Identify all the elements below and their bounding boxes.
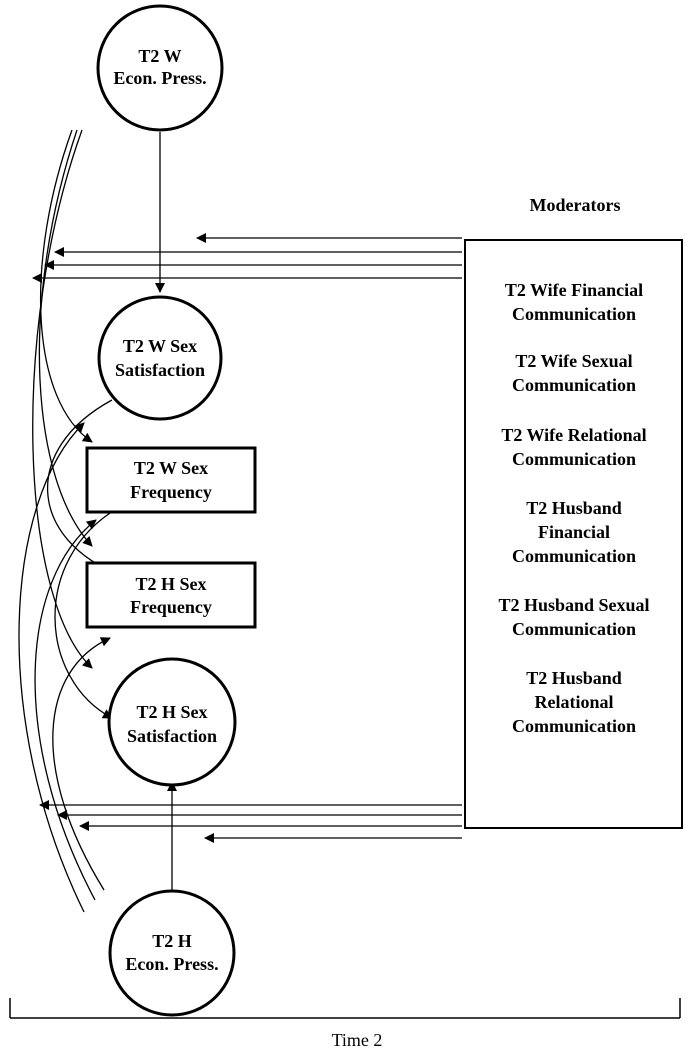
h-econ-press-label-line1: T2 H: [152, 931, 192, 951]
w-sex-satisfaction-node: T2 W Sex Satisfaction: [97, 295, 223, 421]
moderator-husband-relational-line3: Communication: [512, 716, 636, 736]
covariance-arc-w-econ-1: [40, 129, 93, 443]
h-sex-satisfaction-node: T2 H Sex Satisfaction: [107, 657, 237, 787]
moderator-husband-sexual-line2: Communication: [512, 619, 636, 639]
moderator-wife-relational-line1: T2 Wife Relational: [501, 425, 646, 445]
moderator-wife-financial-line2: Communication: [512, 304, 636, 324]
moderators-box: [464, 239, 683, 829]
covariance-arc-h-econ-2: [34, 519, 97, 901]
h-sex-satisfaction-label-line2: Satisfaction: [127, 726, 217, 746]
h-econ-press-node: T2 H Econ. Press.: [108, 889, 236, 1017]
time-bracket: [9, 998, 681, 1019]
moderator-husband-relational-line1: T2 Husband: [526, 668, 622, 688]
moderator-husband-financial-line2: Financial: [538, 522, 610, 542]
time-label: Time 2: [332, 1030, 383, 1050]
moderator-husband-relational-line2: Relational: [535, 692, 614, 712]
w-sex-frequency-label-line2: Frequency: [130, 482, 212, 502]
moderator-husband-sexual-line1: T2 Husband Sexual: [498, 595, 649, 615]
h-sex-frequency-label-line1: T2 H Sex: [135, 574, 206, 594]
h-sex-frequency-label-line2: Frequency: [130, 597, 212, 617]
covariance-arc-h-econ-3: [52, 637, 111, 891]
h-sex-satisfaction-label-line1: T2 H Sex: [136, 702, 207, 722]
moderator-wife-financial-line1: T2 Wife Financial: [505, 280, 643, 300]
w-econ-press-label-line1: T2 W: [138, 46, 181, 66]
h-econ-press-label-line2: Econ. Press.: [125, 954, 218, 974]
covariance-arc-w-econ-3: [32, 129, 93, 669]
h-sex-frequency-node: T2 H Sex Frequency: [85, 561, 257, 629]
moderator-husband-financial-line3: Communication: [512, 546, 636, 566]
moderator-list: T2 Wife Financial Communication T2 Wife …: [498, 280, 649, 736]
moderator-wife-relational-line2: Communication: [512, 449, 636, 469]
moderator-wife-sexual-line1: T2 Wife Sexual: [515, 351, 632, 371]
w-sex-satisfaction-label-line2: Satisfaction: [115, 360, 205, 380]
covariance-arc-w-satisfaction-to-h-frequency: [47, 399, 121, 577]
covariance-arc-w-frequency-to-h-satisfaction: [54, 507, 119, 719]
moderators-heading: Moderators: [530, 195, 621, 215]
w-sex-frequency-node: T2 W Sex Frequency: [85, 446, 257, 514]
w-sex-frequency-label-line1: T2 W Sex: [134, 458, 208, 478]
w-econ-press-label-line2: Econ. Press.: [113, 68, 206, 88]
w-sex-satisfaction-label-line1: T2 W Sex: [123, 336, 197, 356]
w-econ-press-node: T2 W Econ. Press.: [96, 4, 224, 132]
moderator-wife-sexual-line2: Communication: [512, 375, 636, 395]
moderator-husband-financial-line1: T2 Husband: [526, 498, 622, 518]
covariance-arc-h-econ-1: [18, 422, 85, 913]
covariance-arc-w-econ-2: [38, 129, 93, 547]
